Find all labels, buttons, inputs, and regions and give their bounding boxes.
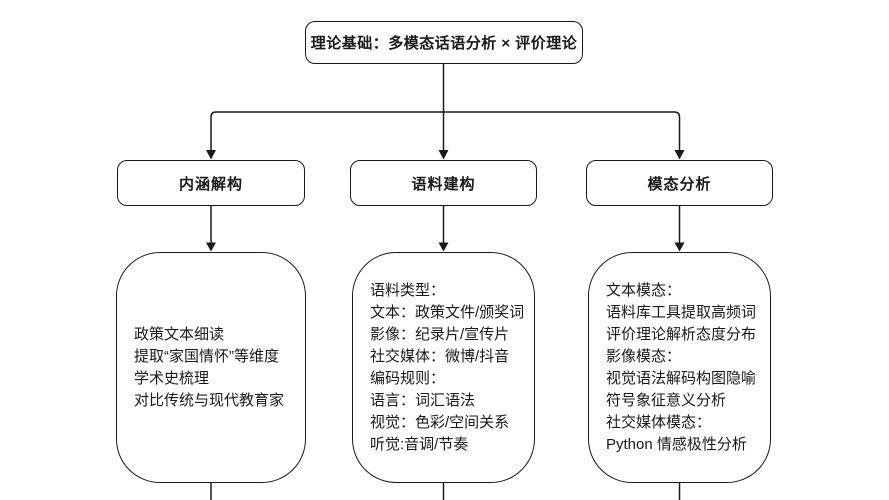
node-theory-foundation: 理论基础：多模态话语分析 × 评价理论 xyxy=(305,21,583,64)
branch-3-label: 模态分析 xyxy=(647,175,712,193)
node-branch-corpus-construction: 语料建构 xyxy=(350,160,537,206)
branch-1-label: 内涵解构 xyxy=(178,175,243,193)
node-detail-corpus-construction: 语料类型： 文本：政策文件/颁奖词 影像：纪录片/宣传片 社交媒体：微博/抖音 … xyxy=(352,252,535,483)
node-branch-connotation-deconstruction: 内涵解构 xyxy=(117,160,305,206)
node-detail-modal-analysis: 文本模态： 语料库工具提取高频词 评价理论解析态度分布 影像模态： 视觉语法解码… xyxy=(588,252,771,483)
detail-2-text: 语料类型： 文本：政策文件/颁奖词 影像：纪录片/宣传片 社交媒体：微博/抖音 … xyxy=(370,281,525,453)
node-branch-modal-analysis: 模态分析 xyxy=(586,160,773,206)
connector-distribution-bar xyxy=(210,111,681,151)
arrowhead-branch-2 xyxy=(438,150,449,160)
node-detail-connotation-deconstruction: 政策文本细读 提取“家国情怀”等维度 学术史梳理 对比传统与现代教育家 xyxy=(116,252,306,483)
arrowhead-detail-1 xyxy=(206,242,216,252)
detail-1-text: 政策文本细读 提取“家国情怀”等维度 学术史梳理 对比传统与现代教育家 xyxy=(134,325,285,409)
detail-3-text: 文本模态： 语料库工具提取高频词 评价理论解析态度分布 影像模态： 视觉语法解码… xyxy=(606,281,757,453)
arrowhead-detail-2 xyxy=(438,242,449,252)
arrowhead-branch-3 xyxy=(674,150,685,160)
arrowhead-detail-3 xyxy=(674,242,685,252)
node-theory-foundation-label: 理论基础：多模态话语分析 × 评价理论 xyxy=(310,35,578,52)
arrowhead-branch-1 xyxy=(206,150,216,160)
branch-2-label: 语料建构 xyxy=(411,175,476,193)
